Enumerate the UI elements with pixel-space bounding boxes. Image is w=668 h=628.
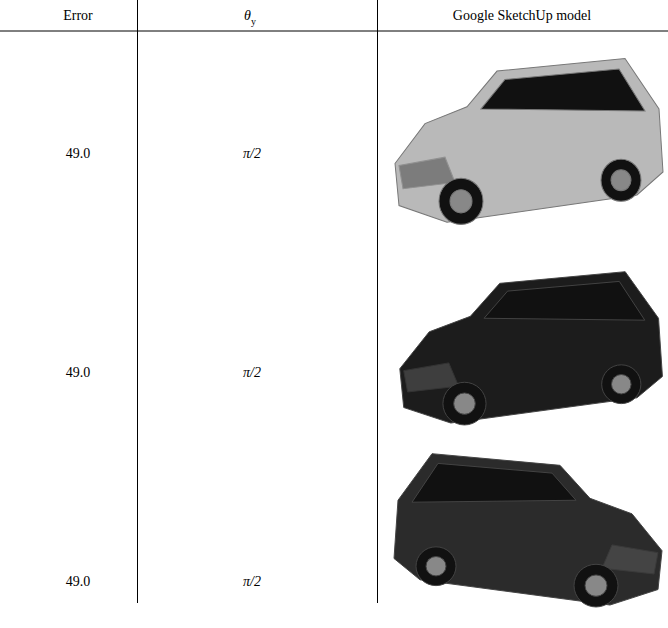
car-model [400,272,663,425]
table-cell: y [251,14,256,30]
table-cell: 49.0 [66,365,91,381]
column-rule [377,0,378,603]
car-model [395,59,663,225]
table-cell: π/2 [243,146,261,162]
table-cell: Google SketchUp model [453,8,591,24]
column-rule [137,0,138,603]
header-rule [0,31,668,32]
table-cell: θ [244,8,251,24]
table-cell: 49.0 [66,574,91,590]
table-cell: Error [63,8,93,24]
table-cell: π/2 [243,574,261,590]
table-cell: 49.0 [66,146,91,162]
car-model [394,454,662,607]
table-cell: π/2 [243,365,261,381]
